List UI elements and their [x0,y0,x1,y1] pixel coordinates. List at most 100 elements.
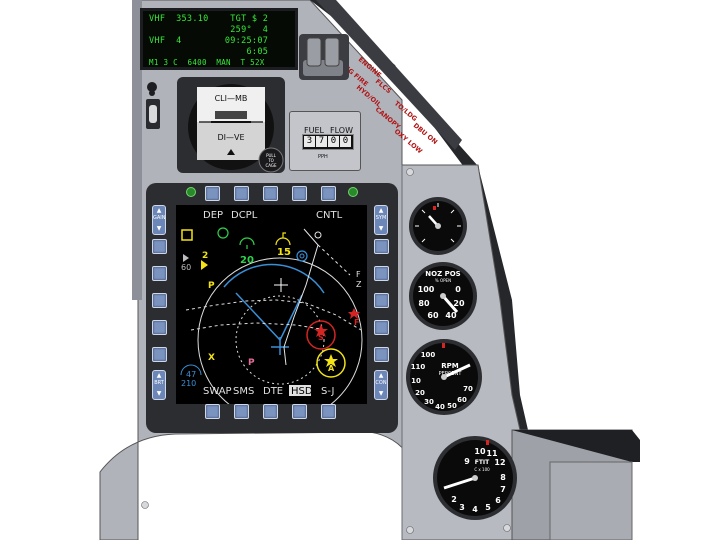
rocker-down-icon: ▼ [156,225,162,232]
osb-button[interactable] [152,266,167,281]
hsd-sj-label: S-J [321,386,334,397]
ftit-num: 11 [486,449,498,458]
ftit-num: 4 [472,505,478,514]
osb-button[interactable] [234,186,249,201]
osb-button[interactable] [374,293,389,308]
sym-rocker[interactable]: ▲ SYM ▼ [374,205,388,235]
hsd-display: DEP DCPL CNTL 2 60 20 15 P P X S A F F Z… [180,210,363,404]
hsd-cntl-label: CNTL [316,210,343,221]
toggle-switch[interactable] [135,75,170,135]
fuel-flow-digit: 7 [316,136,327,147]
fuel-flow-digit: 0 [340,136,351,147]
gain-rocker[interactable]: ▲ GAIN ▼ [152,205,166,235]
ded-line-1: VHF 353.10 TGT $ 2 [149,14,269,24]
adi-climb-label: CLI—MB [215,94,248,103]
hsd-sms-label: SMS [233,386,254,397]
ftit-num: 7 [500,485,506,494]
ftit-num: 9 [464,457,470,466]
osb-button[interactable] [374,239,389,254]
rocker-up-icon: ▲ [156,207,162,214]
fuel-label: FUEL [304,126,324,135]
osb-button[interactable] [292,404,307,419]
rocker-down-icon: ▼ [156,390,162,397]
mfd-indicator-light [186,187,196,197]
rpm-num: 50 [447,402,457,410]
osb-button[interactable] [263,404,278,419]
hsd-heading-value: 210 [181,379,196,388]
ftit-num: 8 [500,473,506,482]
ftit-subtitle: C x 100 [474,467,490,472]
rpm-num: 60 [457,396,467,404]
hsd-yellow-number: 15 [277,247,291,258]
osb-button[interactable] [374,347,389,362]
osb-button[interactable] [374,266,389,281]
ded-line-5: M1 3 C 6400 MAN T 52X [149,58,265,67]
svg-text:TO: TO [267,158,274,163]
hsd-heading-box: 47 [186,370,196,379]
ftit-num: 2 [451,495,457,504]
ded-display: VHF 353.10 TGT $ 2 259° 4 VHF 4 09:25:07… [140,8,298,70]
ded-line-3: VHF 4 09:25:07 [149,36,269,46]
rocker-down-icon: ▼ [378,390,384,397]
osb-button[interactable] [374,320,389,335]
osb-button[interactable] [152,347,167,362]
hsd-dte-label: DTE [263,386,283,397]
hsd-hsd-label: HSD [291,386,313,397]
rpm-num: 10 [411,377,421,385]
standby-adi: CLI—MB DI—VE [177,77,285,173]
rpm-num: 20 [415,389,425,397]
rocker-up-icon: ▲ [378,372,384,379]
flow-label: FLOW [330,126,353,135]
noz-pos-num: 0 [455,285,461,294]
ftit-num: 5 [485,503,491,512]
rocker-down-icon: ▼ [378,225,384,232]
rpm-gauge: RPM PERCENT 70 60 50 40 30 20 10 110 100 [406,339,482,415]
osb-button[interactable] [205,404,220,419]
rocker-up-icon: ▲ [378,207,384,214]
osb-button[interactable] [152,239,167,254]
fuel-flow-digit: 3 [304,136,315,147]
con-rocker[interactable]: ▲ CON ▼ [374,370,388,400]
hsd-fz-z: Z [356,280,362,289]
noz-pos-gauge: NOZ POS % OPEN 0 20 40 60 80 100 [409,262,477,330]
osb-button[interactable] [152,293,167,308]
osb-button[interactable] [292,186,307,201]
osb-button[interactable] [321,186,336,201]
ded-line-4: 6:05 [149,47,269,57]
hsd-threat-a: A [328,364,335,373]
ftit-num: 10 [474,447,486,456]
noz-pos-num: 40 [445,311,457,320]
ftit-num: 6 [495,496,501,505]
noz-pos-num: 80 [418,299,430,308]
ftit-title: FTIT [475,459,490,466]
mfd-indicator-light [348,187,358,197]
noz-pos-num: 100 [418,285,435,294]
hsd-swap-label: SWAP [203,386,232,397]
adi-cage-knob[interactable]: PULL TO CAGE [257,146,285,174]
brt-rocker[interactable]: ▲ BRT ▼ [152,370,166,400]
fuel-flow-digit: 0 [328,136,339,147]
mfd-screen-hsd [176,205,367,404]
hsd-dcpl-label: DCPL [231,210,258,221]
hsd-x-marker: X [208,353,215,363]
osb-button[interactable] [234,404,249,419]
fuel-flow-counter: 3 7 0 0 [302,134,354,150]
icp-dobber-switch[interactable] [295,30,355,90]
rocker-label: SYM [375,215,387,221]
adi-dive-label: DI—VE [217,133,244,142]
noz-pos-subtitle: % OPEN [435,278,451,283]
rpm-num: 110 [411,363,426,371]
osb-button[interactable] [263,186,278,201]
osb-button[interactable] [321,404,336,419]
caution-light-panel: ENG FIRE ENGINE HYD/OIL FLCS CANOPY TO/L… [339,55,439,155]
hsd-green-number: 20 [240,255,254,266]
ded-line-2: 259° 4 [149,25,269,35]
osb-button[interactable] [152,320,167,335]
small-gauge-top [409,197,467,255]
hsd-threat-f: F [354,318,359,327]
rocker-label: CON [375,380,387,386]
ftit-num: 3 [459,503,465,512]
osb-button[interactable] [205,186,220,201]
noz-pos-num: 20 [453,299,465,308]
rocker-label: BRT [154,380,164,386]
